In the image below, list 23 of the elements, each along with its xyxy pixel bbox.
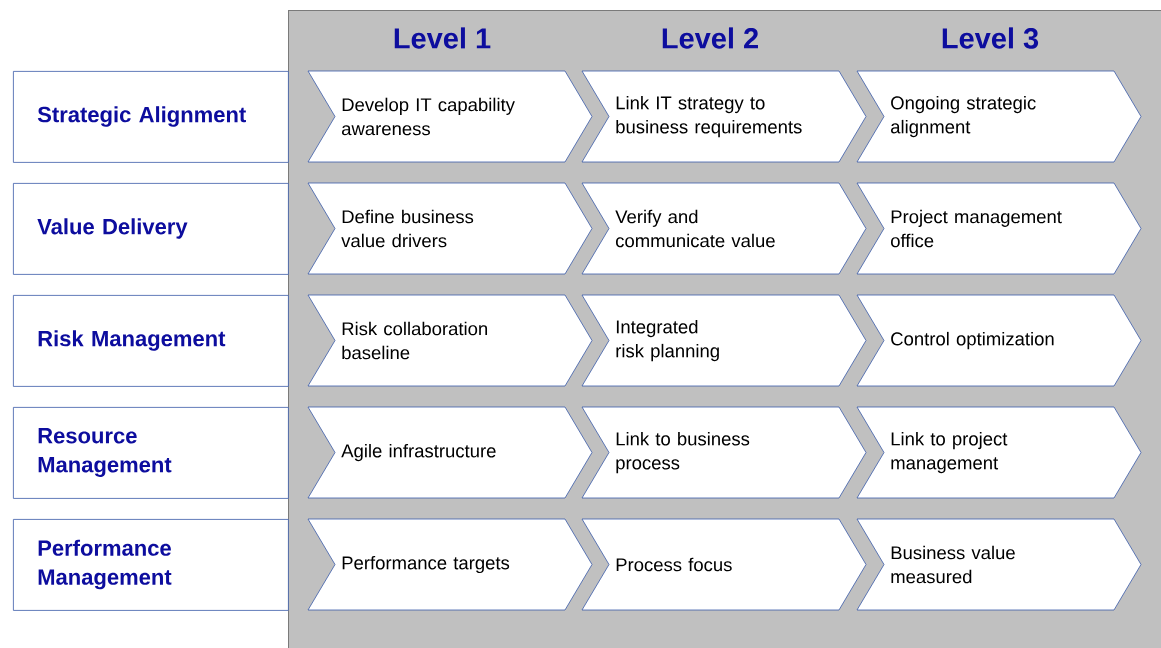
chevron-box: Control optimization xyxy=(856,294,1142,387)
chevron-box: Process focus xyxy=(581,518,867,611)
chevron-box: Integrated risk planning xyxy=(581,294,867,387)
row-label-box: Strategic Alignment xyxy=(13,71,289,163)
chevron-box: Link to project management xyxy=(856,406,1142,499)
chevron-box: Agile infrastructure xyxy=(307,406,593,499)
chevron-box: Risk collaboration baseline xyxy=(307,294,593,387)
chevron-box: Project management office xyxy=(856,182,1142,275)
column-heading: Level 1 xyxy=(394,27,491,49)
row-label-box: Risk Management xyxy=(13,295,289,387)
row-label-box: Value Delivery xyxy=(13,183,289,275)
column-heading: Level 2 xyxy=(662,27,758,49)
chevron-box: Link IT strategy to business requirements xyxy=(581,70,867,163)
chevron-box: Verify and communicate value xyxy=(581,182,867,275)
chevron-box: Performance targets xyxy=(307,518,593,611)
chevron-box: Develop IT capability awareness xyxy=(307,70,593,163)
chevron-box: Define business value drivers xyxy=(307,182,593,275)
row-label-box: Performance Management xyxy=(13,519,289,611)
chevron-box: Link to business process xyxy=(581,406,867,499)
column-heading: Level 3 xyxy=(942,27,1039,49)
chevron-box: Ongoing strategic alignment xyxy=(856,70,1142,163)
row-label-box: Resource Management xyxy=(13,407,289,499)
chevron-box: Business value measured xyxy=(856,518,1142,611)
